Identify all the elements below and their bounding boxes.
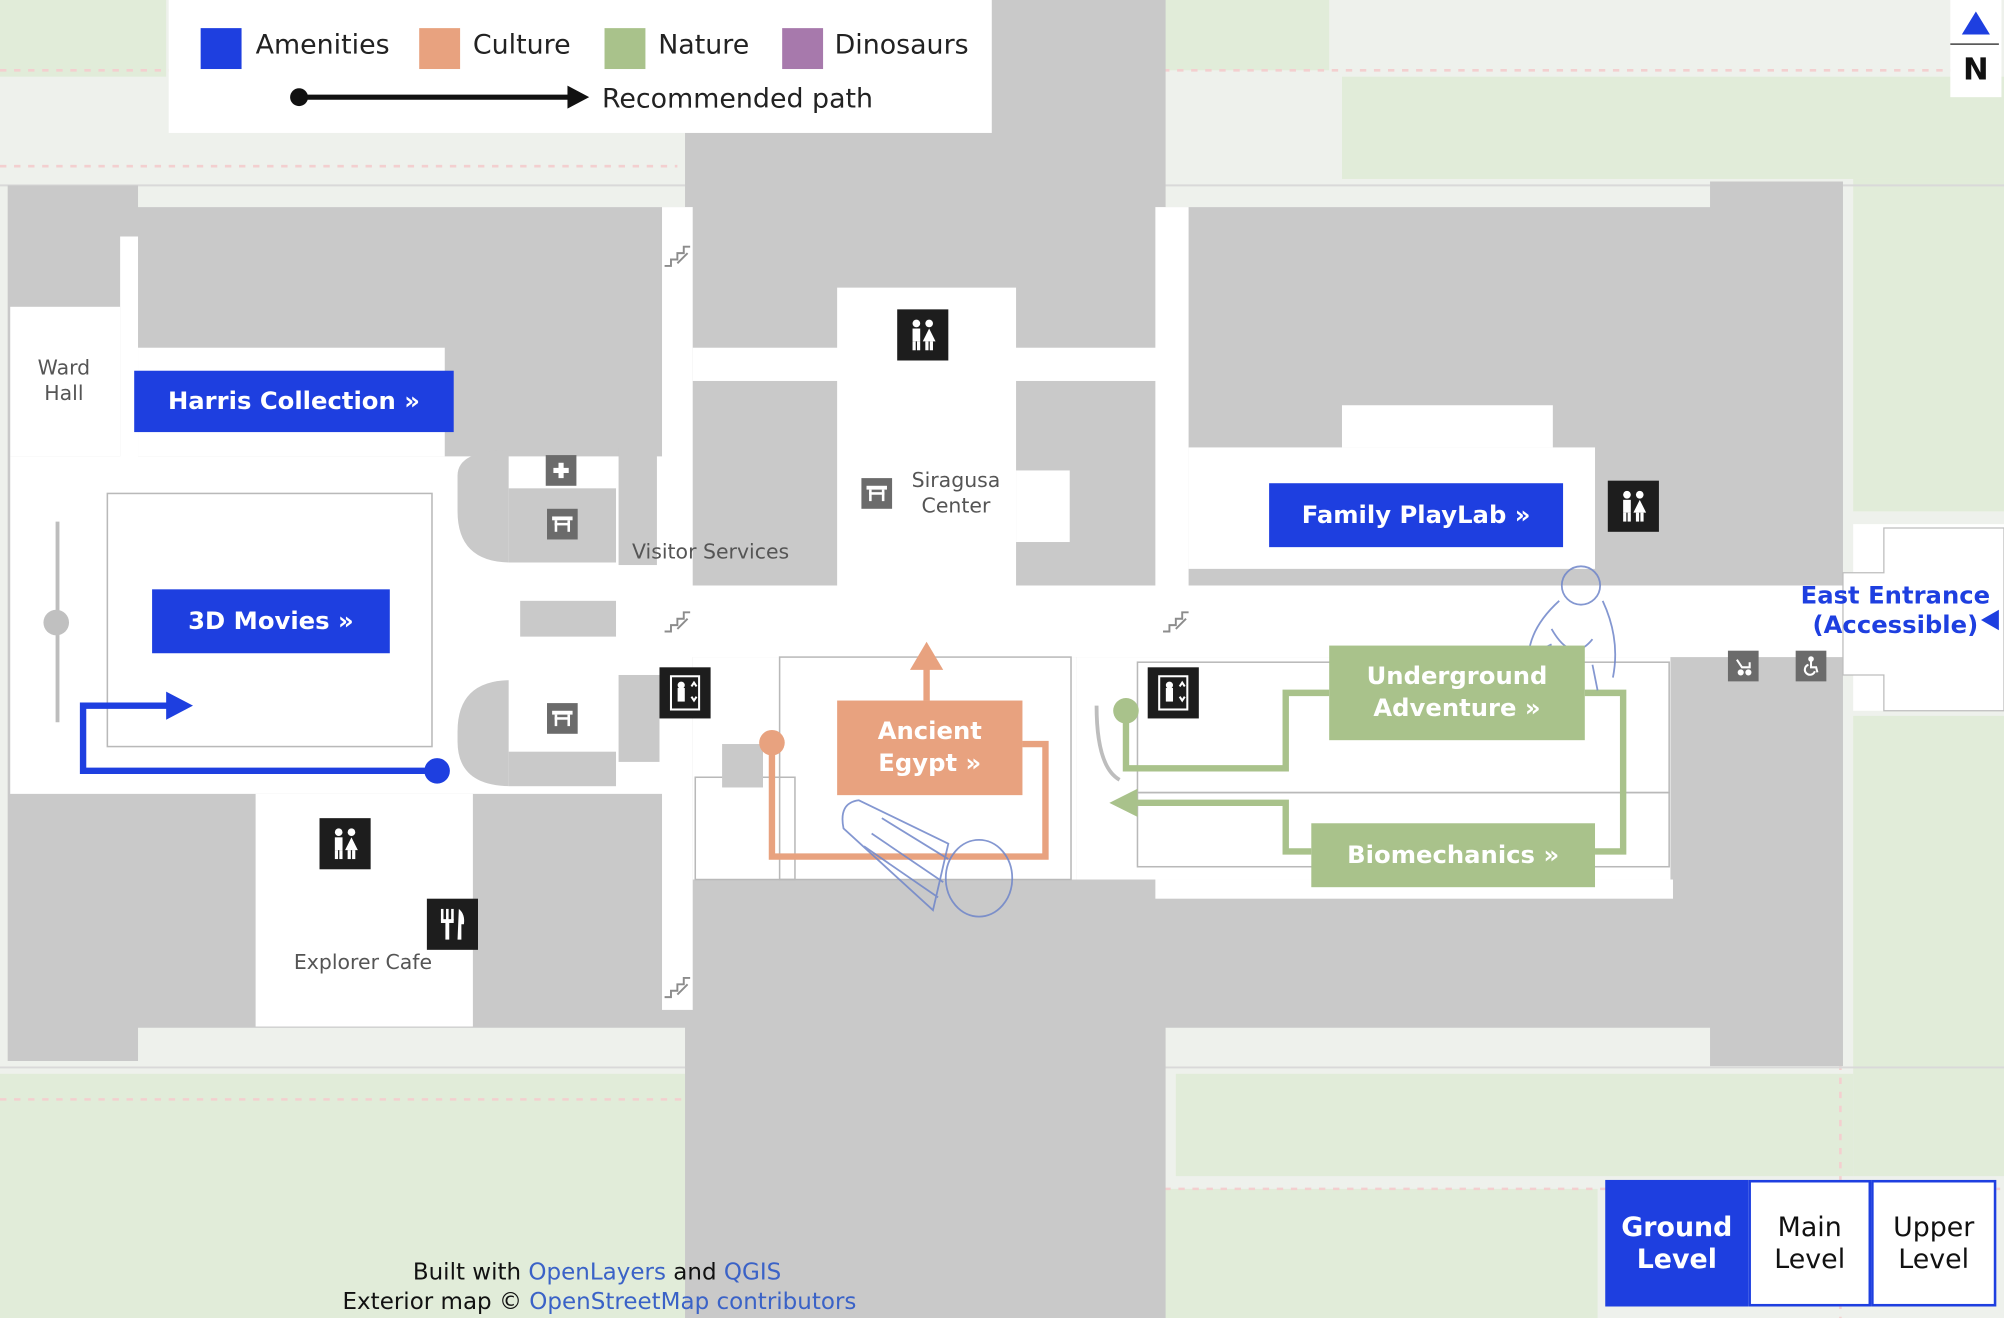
legend-swatch-culture: [419, 28, 461, 70]
restroom-icon: [1607, 480, 1659, 532]
openlayers-link[interactable]: OpenLayers: [528, 1259, 666, 1287]
room-label-ward-hall: Ward Hall: [37, 355, 91, 406]
elevator-icon: [659, 667, 711, 719]
wheelchair-icon: [1795, 650, 1827, 682]
credit-text: Exterior map ©: [342, 1288, 530, 1316]
stairs-icon: [664, 976, 691, 999]
legend-label-amenities: Amenities: [255, 29, 390, 61]
room-label-visitor-services: Visitor Services: [631, 539, 790, 564]
stairs-icon: [664, 245, 691, 267]
legend-label-dinosaurs: Dinosaurs: [834, 29, 969, 61]
credits-line-2: Exterior map © OpenStreetMap contributor…: [343, 1289, 857, 1317]
level-button-main[interactable]: Main Level: [1748, 1179, 1872, 1307]
credit-text: and: [665, 1259, 724, 1287]
picnic-table-icon: [861, 478, 893, 509]
underground-adventure-button[interactable]: Underground Adventure »: [1329, 645, 1585, 741]
legend-label-culture: Culture: [472, 29, 571, 61]
restroom-icon: [897, 309, 949, 361]
north-arrow-icon: [1961, 11, 1990, 35]
fork-knife-icon: [426, 898, 478, 950]
picnic-table-icon: [547, 508, 578, 540]
level-button-upper[interactable]: Upper Level: [1871, 1179, 1997, 1307]
room-label-explorer-cafe: Explorer Cafe: [293, 949, 433, 975]
stairs-icon: [1163, 611, 1189, 633]
legend-swatch-amenities: [200, 28, 242, 70]
biomechanics-button[interactable]: Biomechanics »: [1311, 823, 1596, 888]
3d-movies-button[interactable]: 3D Movies »: [152, 589, 390, 654]
room-label-siragusa-center: Siragusa Center: [911, 467, 1001, 518]
legend-label-path: Recommended path: [601, 83, 874, 114]
credits-line-1: Built with OpenLayers and QGIS: [413, 1259, 781, 1287]
map-legend: Amenities Culture Nature Dinosaurs Recom…: [168, 0, 992, 133]
picnic-table-icon: [547, 703, 578, 734]
legend-label-nature: Nature: [658, 29, 750, 61]
north-label: N: [1963, 51, 1989, 87]
stroller-icon: [1727, 650, 1759, 682]
north-compass[interactable]: N: [1950, 0, 2002, 98]
openstreetmap-link[interactable]: OpenStreetMap contributors: [529, 1288, 857, 1316]
east-entrance-label[interactable]: East Entrance (Accessible): [1800, 581, 1991, 640]
qgis-link[interactable]: QGIS: [723, 1259, 782, 1287]
stairs-icon: [664, 611, 691, 633]
level-switcher: Ground Level Main Level Upper Level: [1605, 1179, 1997, 1307]
family-playlab-button[interactable]: Family PlayLab »: [1269, 483, 1564, 548]
first-aid-icon: [545, 455, 577, 486]
mummy-sarcophagus-illustration: [841, 799, 1014, 918]
harris-collection-button[interactable]: Harris Collection »: [134, 370, 454, 433]
credit-text: Built with: [412, 1259, 529, 1287]
level-button-ground[interactable]: Ground Level: [1605, 1179, 1749, 1307]
restroom-icon: [319, 818, 371, 870]
legend-swatch-nature: [604, 28, 646, 70]
legend-path-arrow: [290, 85, 590, 109]
legend-swatch-dinosaurs: [782, 28, 824, 70]
ancient-egypt-button[interactable]: Ancient Egypt »: [837, 700, 1023, 796]
elevator-icon: [1147, 667, 1199, 719]
entrance-arrow-icon: [1980, 609, 1999, 631]
